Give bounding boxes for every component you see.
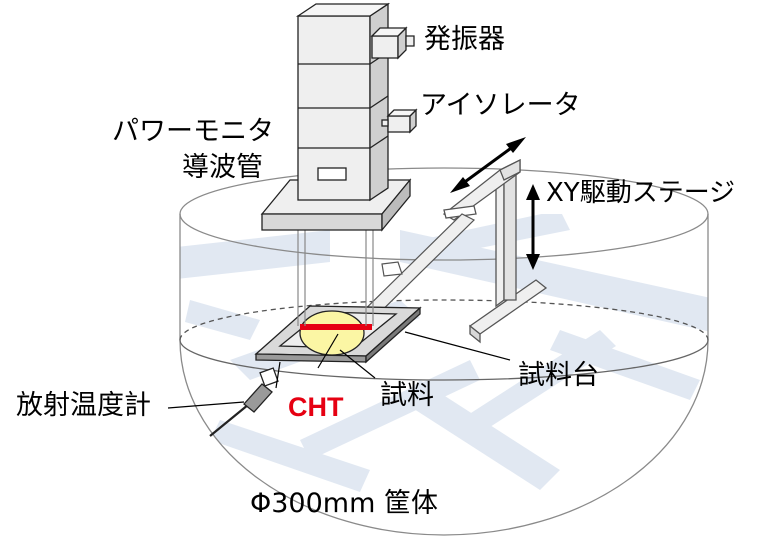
isolator-label: アイソレータ (420, 90, 581, 121)
xy-arrows (450, 137, 540, 270)
radiation-thermometer-label: 放射温度計 (16, 390, 151, 421)
sample-label: 試料 (380, 380, 434, 411)
waveguide-label: 導波管 (182, 152, 263, 183)
leader-lines (167, 331, 511, 409)
sample-table (254, 305, 422, 364)
radiation-thermometer (209, 367, 279, 437)
chamber-label: Φ300mm 筐体 (250, 488, 438, 519)
isolator-box (381, 108, 418, 134)
xy-stage (442, 158, 548, 344)
stage-arm (346, 213, 476, 333)
oscillator-box (370, 26, 415, 60)
chamber-vessel (179, 167, 709, 536)
chamber-bowl (179, 339, 709, 536)
cht-label: CHT (288, 392, 344, 422)
xy-stage-label: XY駆動ステージ (546, 178, 736, 208)
cht-bar (300, 324, 372, 330)
power-monitor-label: パワーモニタ (112, 116, 274, 147)
sample-stage-label: 試料台 (518, 360, 599, 391)
oscillator-label: 発振器 (424, 24, 505, 55)
waveguide-legs (297, 228, 374, 326)
sample-disk (299, 310, 365, 356)
